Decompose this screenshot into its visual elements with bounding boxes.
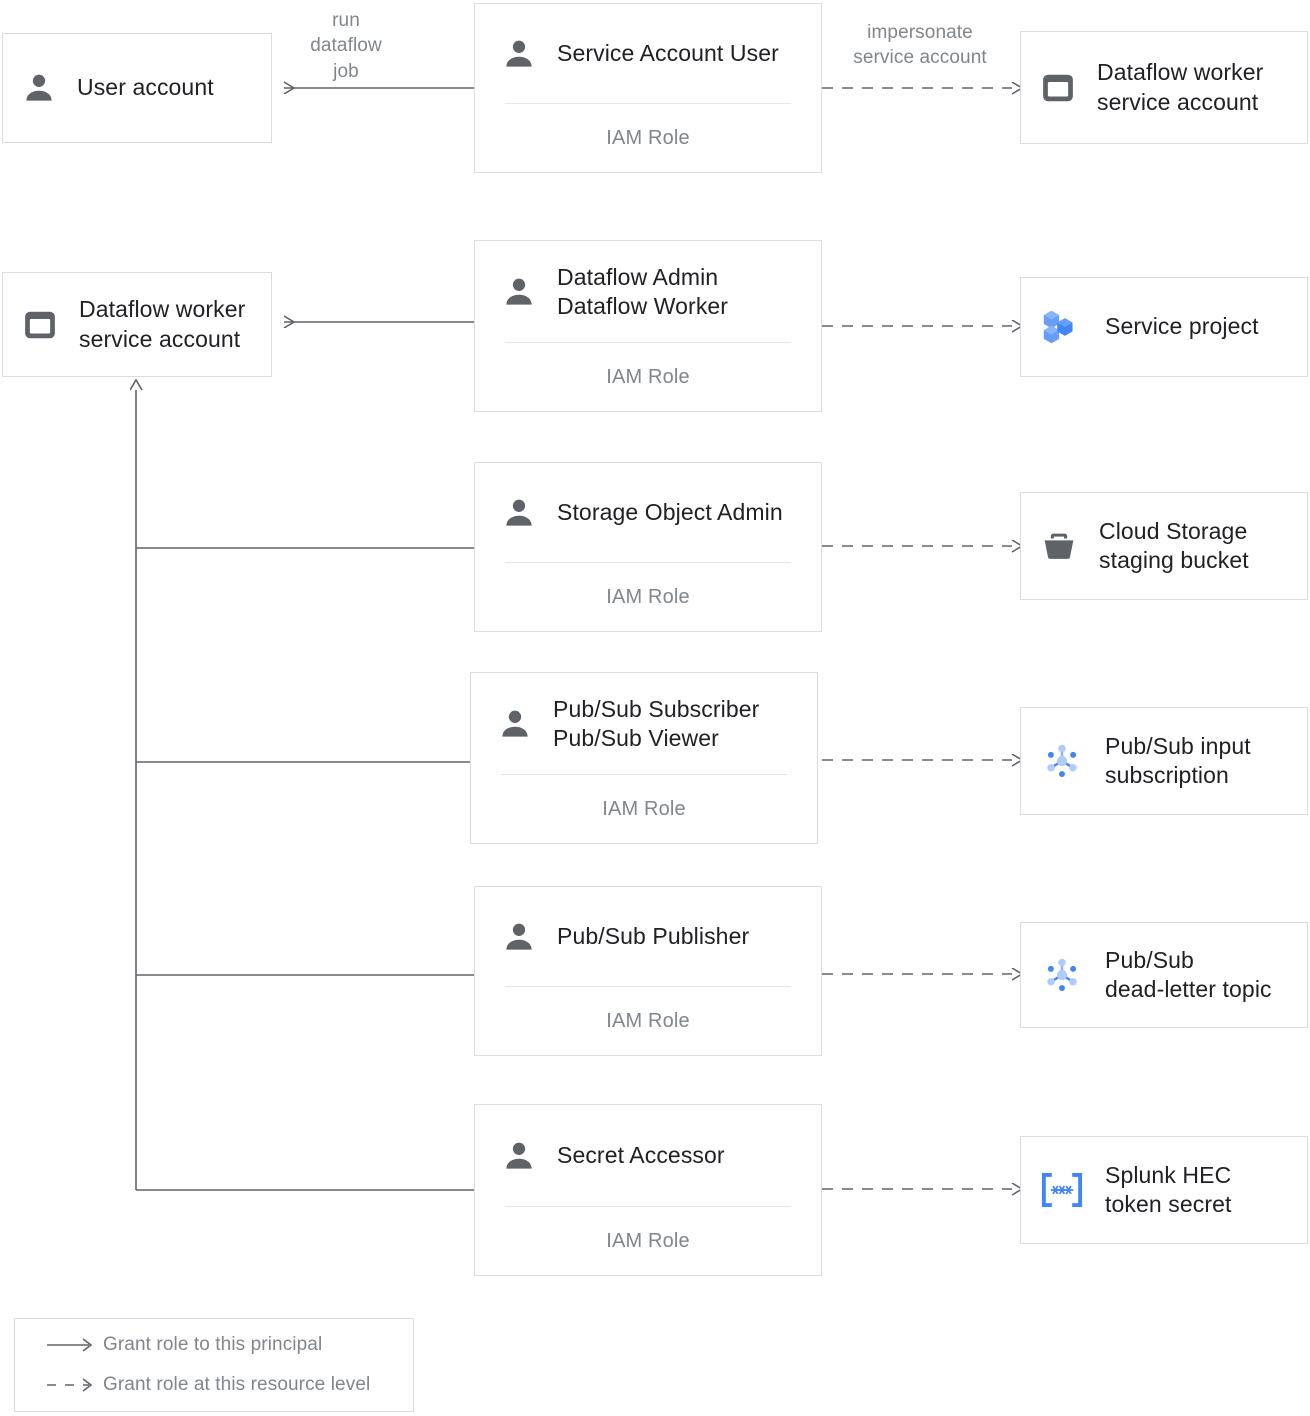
role-card-header: Service Account User — [475, 4, 821, 103]
resource-label: Dataflow worker service account — [1097, 59, 1264, 115]
role-card-footer: IAM Role — [606, 365, 690, 388]
role-card-divider — [505, 986, 791, 987]
project-hexagons-icon — [1039, 304, 1085, 350]
person-icon — [497, 706, 533, 742]
cloud-storage-bucket-icon — [1039, 526, 1079, 566]
pubsub-icon — [1039, 952, 1085, 998]
resource-pubsub-input-subscription[interactable]: Pub/Sub input subscription — [1020, 707, 1308, 815]
role-card-label: Pub/Sub Subscriber Pub/Sub Viewer — [553, 695, 760, 751]
dashed-arrow-icon — [45, 1377, 103, 1393]
person-icon — [501, 1138, 537, 1174]
secret-manager-icon — [1039, 1170, 1085, 1210]
solid-arrow-icon — [45, 1337, 103, 1353]
resource-label: Pub/Sub input subscription — [1105, 732, 1251, 788]
role-card-header: Pub/Sub Subscriber Pub/Sub Viewer — [471, 673, 817, 774]
person-icon — [501, 919, 537, 955]
role-card-label: Secret Accessor — [557, 1142, 725, 1169]
legend-label: Grant role to this principal — [103, 1334, 323, 1355]
role-card-footer: IAM Role — [606, 126, 690, 149]
role-card-divider — [505, 342, 791, 343]
role-card-label: Service Account User — [557, 40, 779, 67]
resource-dataflow-worker-service-account-right[interactable]: Dataflow worker service account — [1020, 31, 1308, 144]
resource-cloud-storage-staging-bucket[interactable]: Cloud Storage staging bucket — [1020, 492, 1308, 600]
resource-splunk-hec-token-secret[interactable]: Splunk HEC token secret — [1020, 1136, 1308, 1244]
principal-label: Dataflow worker service account — [79, 296, 246, 352]
resource-label: Splunk HEC token secret — [1105, 1161, 1232, 1217]
legend: Grant role to this principal Grant role … — [14, 1318, 414, 1412]
principal-user-account[interactable]: User account — [2, 33, 272, 143]
legend-item-grant-role-at-resource-level: Grant role at this resource level — [15, 1365, 413, 1405]
role-card-footer: IAM Role — [606, 1009, 690, 1032]
role-card-divider — [505, 1206, 791, 1207]
person-icon — [501, 36, 537, 72]
legend-label: Grant role at this resource level — [103, 1374, 371, 1395]
role-card-divider — [505, 103, 791, 104]
role-card-header: Dataflow Admin Dataflow Worker — [475, 241, 821, 342]
pubsub-icon — [1039, 738, 1085, 784]
person-icon — [21, 70, 57, 106]
legend-item-grant-role-to-principal: Grant role to this principal — [15, 1325, 413, 1365]
role-card-storage-object-admin[interactable]: Storage Object Admin IAM Role — [474, 462, 822, 632]
role-card-footer: IAM Role — [606, 1229, 690, 1252]
role-card-divider — [501, 774, 787, 775]
role-card-label: Storage Object Admin — [557, 499, 783, 526]
role-card-divider — [505, 562, 791, 563]
role-card-footer: IAM Role — [602, 797, 686, 820]
resource-label: Service project — [1105, 313, 1259, 340]
role-card-label: Dataflow Admin Dataflow Worker — [557, 263, 729, 319]
person-icon — [501, 274, 537, 310]
person-icon — [501, 495, 537, 531]
resource-label: Cloud Storage staging bucket — [1099, 517, 1249, 573]
role-card-secret-accessor[interactable]: Secret Accessor IAM Role — [474, 1104, 822, 1276]
role-card-header: Secret Accessor — [475, 1105, 821, 1206]
role-card-pubsub-publisher[interactable]: Pub/Sub Publisher IAM Role — [474, 886, 822, 1056]
principal-label: User account — [77, 74, 214, 101]
service-account-icon — [1039, 69, 1077, 107]
resource-service-project[interactable]: Service project — [1020, 277, 1308, 377]
edge-label-impersonate-service-account: impersonate service account — [853, 22, 987, 69]
service-account-icon — [21, 306, 59, 344]
role-card-pubsub-subscriber-viewer[interactable]: Pub/Sub Subscriber Pub/Sub Viewer IAM Ro… — [470, 672, 818, 844]
role-card-label: Pub/Sub Publisher — [557, 923, 750, 950]
role-card-header: Storage Object Admin — [475, 463, 821, 562]
resource-label: Pub/Sub dead-letter topic — [1105, 946, 1272, 1002]
role-card-dataflow-admin-worker[interactable]: Dataflow Admin Dataflow Worker IAM Role — [474, 240, 822, 412]
edge-label-run-dataflow-job: run dataflow job — [310, 10, 382, 82]
role-card-header: Pub/Sub Publisher — [475, 887, 821, 986]
principal-dataflow-worker-service-account-left[interactable]: Dataflow worker service account — [2, 272, 272, 377]
role-card-footer: IAM Role — [606, 585, 690, 608]
resource-pubsub-dead-letter-topic[interactable]: Pub/Sub dead-letter topic — [1020, 922, 1308, 1028]
role-card-service-account-user[interactable]: Service Account User IAM Role — [474, 3, 822, 173]
